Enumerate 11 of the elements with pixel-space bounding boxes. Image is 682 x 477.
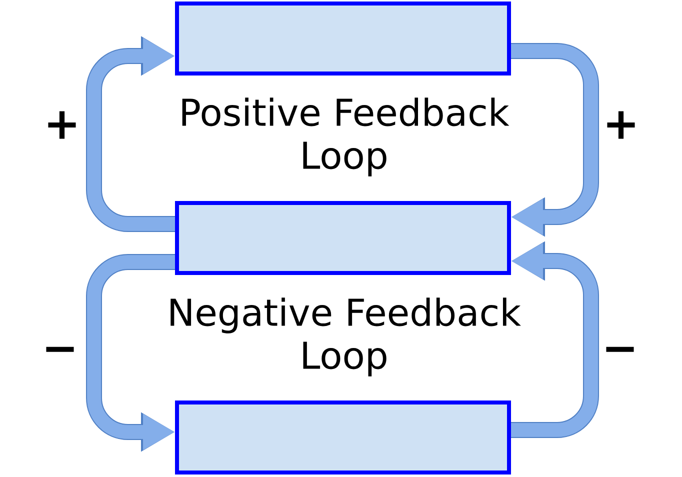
box	[175, 2, 511, 76]
curved-arrow	[86, 36, 175, 232]
curved-arrow	[511, 43, 599, 237]
box	[175, 201, 511, 275]
edge-label: +	[48, 111, 76, 139]
loop-label: Negative Feedback Loop	[170, 298, 521, 376]
loop-label: Positive Feedback Loop	[182, 98, 510, 176]
edge-label: −	[46, 346, 74, 352]
edge-label: −	[606, 346, 634, 352]
edge-label: +	[607, 111, 635, 139]
box	[175, 400, 511, 474]
